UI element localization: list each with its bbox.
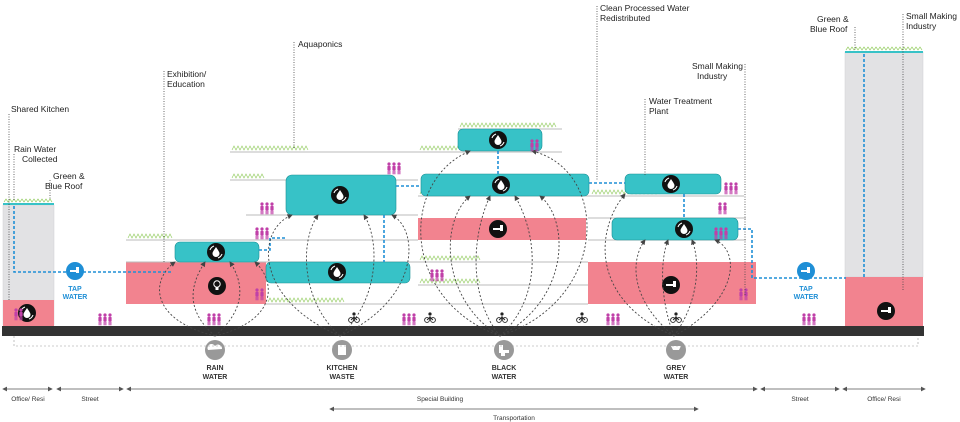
tap-water-left: TAP WATER [63, 262, 88, 301]
small-making-industry-label: Industry [697, 71, 728, 81]
cycle-source-rain: RAIN WATER [203, 340, 228, 381]
rain-water-collected-label: Collected [22, 154, 58, 164]
cycle-label: WATER [664, 374, 689, 381]
cycle-source-grey: GREY WATER [664, 340, 689, 381]
zone-bar: Office/ Resi Street Special Building Str… [2, 386, 926, 422]
transport-figures [348, 311, 682, 323]
clean-water-label: Redistributed [600, 13, 650, 23]
tap-water-label: WATER [794, 294, 819, 301]
tap-water-label: WATER [63, 294, 88, 301]
water-tanks [174, 128, 739, 284]
exhibition-label: Exhibition/ [167, 69, 207, 79]
cycle-arcs [159, 149, 731, 337]
cycle-label: KITCHEN [326, 365, 357, 372]
site-boundary-line [13, 336, 919, 347]
cycle-label: WATER [492, 374, 517, 381]
shared-kitchen-label: Shared Kitchen [11, 104, 69, 114]
small-making-industry-label: Industry [906, 21, 937, 31]
tap-water-label: TAP [799, 286, 813, 293]
lightbulb-icon [208, 277, 226, 295]
tank-cycle-icons [206, 130, 694, 282]
annotations: Shared Kitchen Rain Water Collected Gree… [8, 3, 957, 300]
cycle-label: RAIN [206, 365, 223, 372]
water-pipes [13, 54, 865, 279]
aquaponics-label: Aquaponics [298, 39, 342, 49]
cycle-source-black: BLACK WATER [492, 340, 517, 381]
ground-slab [2, 326, 924, 336]
cycle-label: WASTE [330, 374, 355, 381]
green-blue-roof-label: Blue Roof [810, 24, 848, 34]
program-icons [208, 220, 680, 295]
tap-water-right: TAP WATER [794, 262, 819, 301]
small-making-industry-label: Small Making [692, 61, 743, 71]
tap-water-label: TAP [68, 286, 82, 293]
zone-label: Street [791, 396, 809, 403]
green-blue-roof-label: Blue Roof [45, 181, 83, 191]
small-making-industry-label: Small Making [906, 11, 957, 21]
cycle-label: WATER [203, 374, 228, 381]
water-treatment-plant-label: Water Treatment [649, 96, 713, 106]
rain-water-collected-label: Rain Water [14, 144, 56, 154]
zone-label: Special Building [417, 396, 464, 403]
right-office-building [844, 46, 924, 326]
clean-water-label: Clean Processed Water [600, 3, 690, 13]
exhibition-label: Education [167, 79, 205, 89]
green-blue-roof-label: Green & [817, 14, 849, 24]
zone-label: Street [81, 396, 99, 403]
zone-label: Office/ Resi [11, 396, 44, 403]
water-treatment-plant-label: Plant [649, 106, 669, 116]
cycle-label: GREY [666, 365, 686, 372]
left-office-building [2, 198, 55, 326]
cycle-source-kitchen: KITCHEN WASTE [326, 340, 358, 381]
cycle-label: BLACK [492, 365, 517, 372]
zone-label: Transportation [493, 415, 535, 422]
green-blue-roof-label: Green & [53, 171, 85, 181]
zone-label: Office/ Resi [867, 396, 900, 403]
